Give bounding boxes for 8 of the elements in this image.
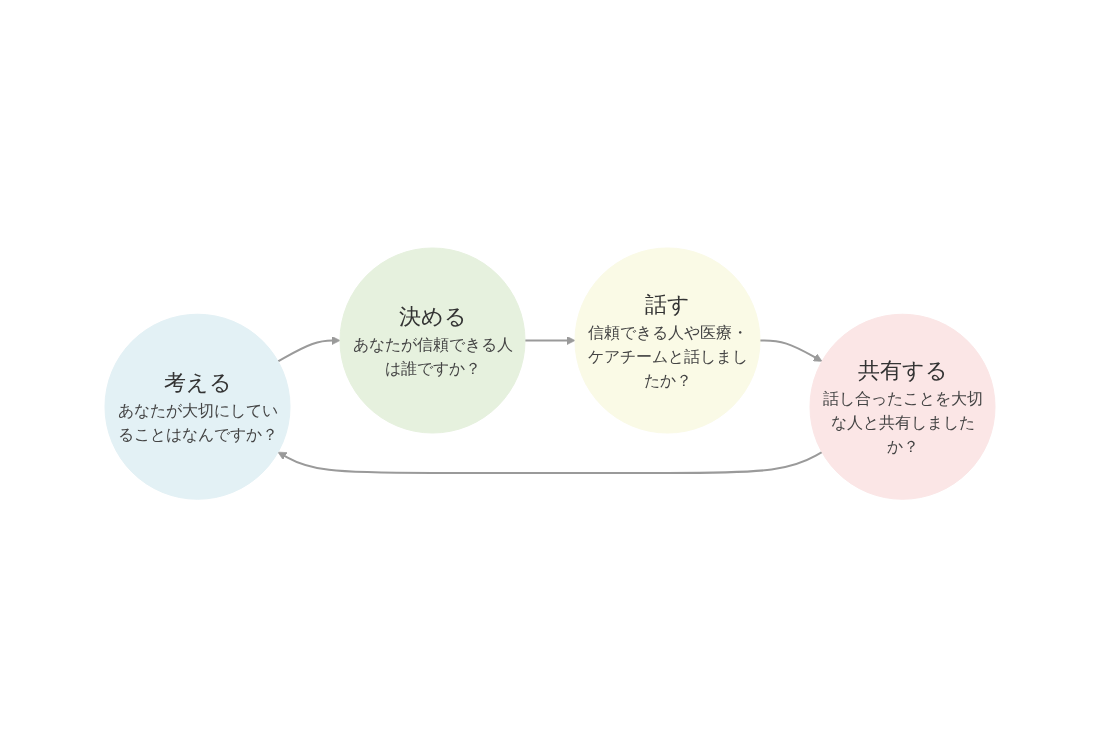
node-circle: 話す 信頼できる人や医療・ケアチームと話しましたか？ — [574, 247, 761, 434]
arrow — [759, 339, 823, 363]
arrow — [277, 336, 341, 363]
arrow — [277, 451, 823, 475]
arrow — [524, 336, 576, 346]
node-circle: 考える あなたが大切にしていることはなんですか？ — [104, 314, 291, 501]
node-circle: 共有する 話し合ったことを大切な人と共有しましたか？ — [809, 314, 996, 501]
node-circle: 決める あなたが信頼できる人は誰ですか？ — [339, 247, 526, 434]
